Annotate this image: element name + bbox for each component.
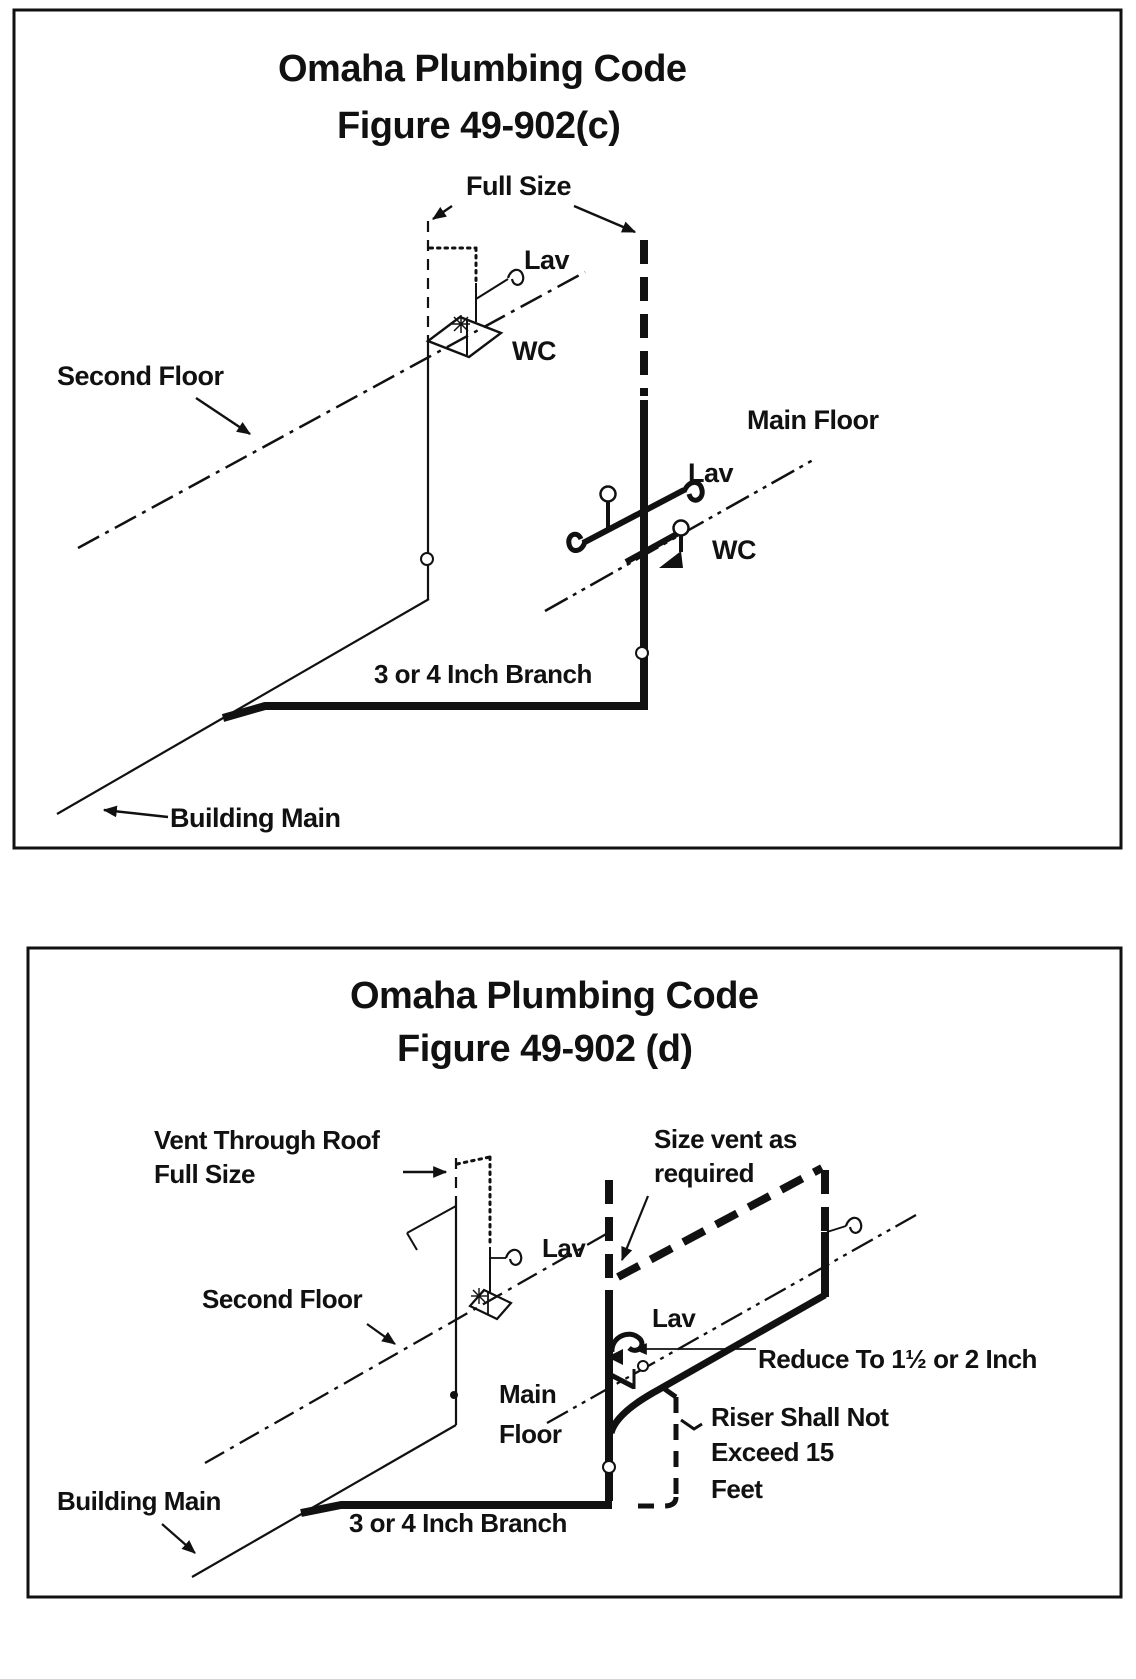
- d-building-main-line: [191, 1424, 457, 1578]
- d-mf-wc-stubline: [607, 1371, 636, 1390]
- figure-d-title-line1: Omaha Plumbing Code: [350, 975, 759, 1017]
- mf-lav-branch: [581, 487, 686, 546]
- d-mf-lav-circle: [637, 1360, 649, 1372]
- wc-flange-diamond: [425, 315, 504, 359]
- figure-d-title-line2: Figure 49-902 (d): [397, 1028, 693, 1070]
- figure-c-full-size-label: Full Size: [466, 171, 572, 201]
- stack-fitting-circle: [635, 646, 649, 660]
- d-branch-heavy-line: [300, 1501, 612, 1517]
- d-building-main-arrow: [161, 1523, 196, 1554]
- d-second-floor-arrow: [366, 1323, 396, 1345]
- figure-d-main-floor-label-line2: Floor: [499, 1419, 562, 1449]
- d-second-floor-level-line: [204, 1232, 609, 1464]
- figure-d-building-main-label: Building Main: [57, 1486, 221, 1516]
- mf-wc-bend-triangle: [659, 551, 683, 568]
- d-mf-lav-arrowhead: [607, 1349, 623, 1365]
- figure-d-riser-label-line3: Feet: [711, 1474, 763, 1504]
- figure-d-vent-through-roof-label-line2: Full Size: [154, 1159, 255, 1189]
- d-vent-offset-tick: [406, 1232, 418, 1251]
- vent-fitting-circle: [420, 552, 434, 566]
- d-dashed-riser-elbow: [637, 1496, 679, 1509]
- d-vent-offset-diagonal: [406, 1205, 457, 1234]
- d-dashed-riser-tick: [680, 1418, 703, 1431]
- figure-d-drawing: [26, 946, 1123, 1599]
- wc-starburst-icon: [452, 315, 470, 333]
- figure-c-main-floor-label: Main Floor: [747, 405, 879, 435]
- second-floor-arrow: [195, 397, 251, 435]
- figure-d-lav-second-floor-label: Lav: [542, 1233, 586, 1263]
- d-sized-vent-diagonal: [616, 1164, 824, 1281]
- figure-d-second-floor-label: Second Floor: [202, 1284, 363, 1314]
- d-wc-flange-diamond: [468, 1288, 513, 1321]
- mf-left-trap-squiggle: [566, 531, 588, 553]
- lav-trap-squiggle: [506, 268, 525, 286]
- d-wc-starburst-icon: [471, 1288, 487, 1304]
- building-main-arrow: [102, 805, 169, 819]
- figure-c-title-line1: Omaha Plumbing Code: [278, 48, 687, 90]
- building-main-line: [56, 598, 430, 815]
- figure-c-drawing: [12, 8, 1123, 850]
- lav-drain-line: [475, 278, 509, 300]
- mf-wc-branch: [624, 527, 686, 565]
- second-floor-level-line: [77, 270, 586, 550]
- figure-d-riser-label-line2: Exceed 15: [711, 1437, 834, 1467]
- size-vent-arrow: [620, 1195, 650, 1262]
- figure-c-wc-main-floor-label: WC: [712, 535, 756, 565]
- d-dotted-offset-diagonal: [455, 1155, 492, 1166]
- d-right-riser-drop: [607, 1291, 827, 1435]
- d-right-lav-trap-squiggle: [844, 1216, 863, 1234]
- full-size-arrow-left: [432, 205, 453, 220]
- figure-c-second-floor-label: Second Floor: [57, 361, 224, 391]
- figure-d-size-vent-label-line2: required: [654, 1158, 755, 1188]
- mf-lav-trap-squiggle: [681, 479, 705, 503]
- figure-c-title-line2: Figure 49-902(c): [337, 105, 621, 147]
- d-stack-fitting-circle: [602, 1460, 616, 1474]
- d-lav-trap-squiggle: [504, 1248, 523, 1266]
- figure-d-vent-through-roof-label-line1: Vent Through Roof: [154, 1125, 380, 1155]
- d-right-lav-arm: [826, 1225, 847, 1233]
- figure-c-lav-main-floor-label: Lav: [688, 458, 734, 488]
- d-dashed-riser-hook: [657, 1382, 678, 1400]
- mf-wc-fixture-circle: [672, 519, 690, 537]
- d-vent-fitting-dot: [450, 1391, 458, 1399]
- figure-d-branch-label: 3 or 4 Inch Branch: [349, 1508, 567, 1538]
- figure-d-border: [26, 946, 1123, 1599]
- figure-c-building-main-label: Building Main: [170, 803, 341, 833]
- figure-d-reduce-label: Reduce To 1½ or 2 Inch: [758, 1344, 1037, 1374]
- figure-c-wc-second-floor-label: WC: [512, 336, 556, 366]
- full-size-arrow-right: [573, 204, 637, 234]
- figure-c-border: [12, 8, 1123, 850]
- figure-d-size-vent-label-line1: Size vent as: [654, 1124, 797, 1154]
- figure-c-lav-second-floor-label: Lav: [524, 245, 570, 275]
- figure-d-riser-label-line1: Riser Shall Not: [711, 1402, 889, 1432]
- branch-heavy-line: [221, 702, 648, 722]
- figure-d-main-floor-label-line1: Main: [499, 1379, 557, 1409]
- mf-left-fixture-circle: [599, 485, 617, 503]
- figure-c-branch-label: 3 or 4 Inch Branch: [374, 659, 592, 689]
- figure-d-lav-main-floor-label: Lav: [652, 1303, 696, 1333]
- d-main-floor-level-line: [546, 1213, 917, 1425]
